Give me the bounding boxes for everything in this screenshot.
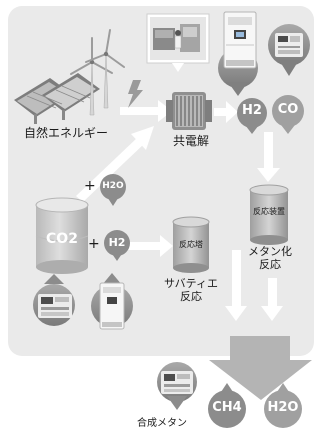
methanation-line2: 反応 (259, 257, 281, 271)
sabatier-line2: 反応 (180, 289, 202, 303)
co2-tank (35, 197, 89, 274)
lightning-icon (128, 80, 143, 108)
plus-upper: + (84, 178, 96, 194)
label-h2o-bottom: H2O (267, 400, 299, 415)
label-co2: CO2 (46, 231, 78, 247)
label-h2-mid: H2 (108, 236, 126, 249)
co2-capture-unit-icon (33, 274, 75, 326)
methane-plant-icon (157, 362, 197, 410)
arrow-electrolysis-to-h2 (214, 101, 238, 123)
solar-panel-icon (14, 73, 100, 124)
arrow-renewable-to-electrolysis (120, 100, 172, 122)
wind-turbine-icon (70, 29, 125, 116)
arrow-co2-to-sabatier (128, 235, 173, 257)
methanation-reactor-icon (268, 24, 310, 76)
co-bubble (272, 95, 304, 127)
electrolyzer-icon (166, 92, 212, 130)
arrow-co2-to-electrolysis (76, 126, 154, 202)
ch4-bubble (208, 390, 246, 428)
output-arrow (209, 336, 312, 400)
label-h2-top: H2 (240, 103, 264, 119)
label-h2o-mid: H2O (102, 181, 124, 191)
gas-supply-unit-icon (91, 273, 133, 330)
fuel-cell-bubble-tail (228, 82, 248, 96)
plus-lower: + (88, 236, 100, 252)
label-methanation-device: 反応装置 (253, 207, 285, 216)
factory-photo-icon (146, 13, 210, 72)
methanation-column (249, 184, 289, 245)
h2-top-text: H2 (242, 103, 262, 118)
label-renewable-energy: 自然エネルギー (24, 126, 109, 140)
arrow-down-to-methanation (257, 132, 280, 182)
h2o-bubble-bottom (264, 390, 302, 428)
arrow-methanation-down (261, 278, 283, 321)
label-methanation: メタン化 反応 (242, 245, 298, 271)
label-ch4: CH4 (212, 400, 242, 415)
methanation-line1: メタン化 (248, 245, 292, 258)
arrow-sabatier-down (225, 250, 247, 321)
h2-bubble-top (237, 98, 267, 128)
label-co: CO (277, 102, 299, 117)
label-sabatier: サバティエ 反応 (155, 277, 227, 303)
reaction-tower-icon (172, 216, 210, 273)
label-synthetic-methane: 合成メタン (137, 418, 187, 429)
label-co-electrolysis: 共電解 (173, 134, 210, 148)
sabatier-line1: サバティエ (164, 277, 218, 290)
label-reaction-tower: 反応塔 (179, 240, 203, 249)
